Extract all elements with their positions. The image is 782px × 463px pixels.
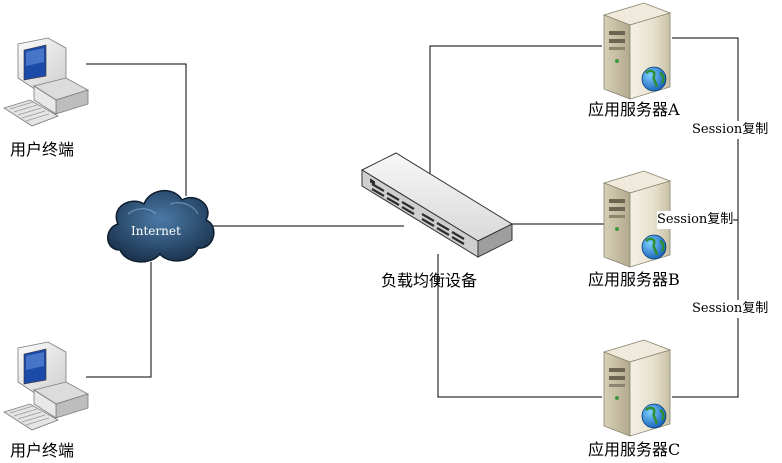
globe-icon [641,403,667,429]
link-client1-internet [86,63,187,196]
session-replication-line [672,37,739,398]
server-a-icon [603,2,671,100]
server-a-label: 应用服务器A [588,100,680,119]
session-replication-label-1: Session复制 [692,121,769,139]
server-b-icon [603,170,671,268]
user-terminal-1-icon [3,37,89,127]
user-terminal-2-label: 用户终端 [10,441,75,460]
link-lb-serverC [437,254,602,398]
internet-label: Internet [131,224,181,238]
user-terminal-1-label: 用户终端 [10,140,75,159]
server-c-label: 应用服务器C [588,440,681,459]
server-c-icon [603,339,671,437]
internet-cloud-icon [107,190,215,263]
link-lb-serverA [429,45,602,176]
session-replication-label-2: Session复制 [657,211,734,229]
globe-icon [641,66,667,92]
session-replication-label-3: Session复制 [692,300,769,318]
load-balancer-label: 负载均衡设备 [381,271,478,290]
server-b-label: 应用服务器B [588,270,680,289]
load-balancer-switch-icon [360,152,514,258]
globe-icon [641,234,667,260]
link-client2-internet [86,262,152,378]
connection-lines [86,37,739,398]
user-terminal-2-icon [3,341,89,431]
